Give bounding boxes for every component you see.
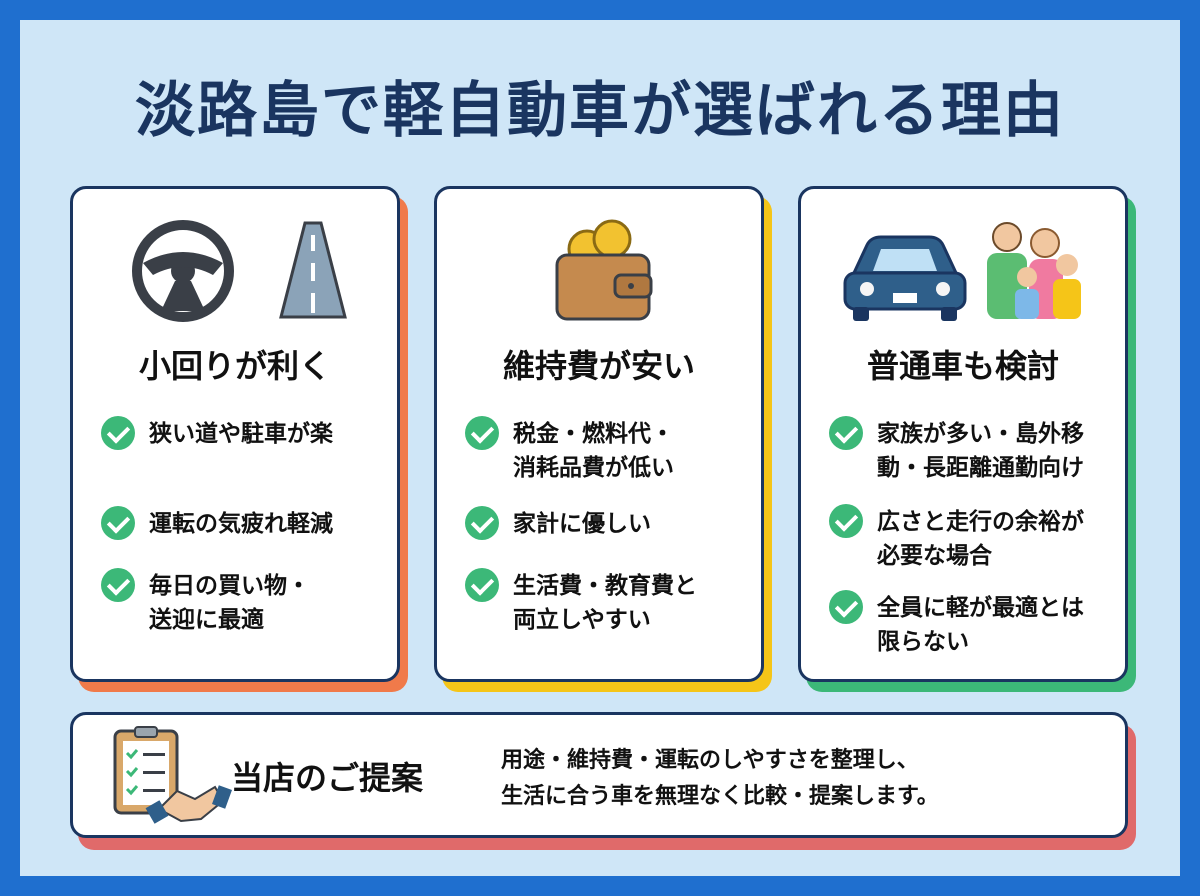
family-icon [987,222,1081,319]
check-icon [829,590,863,624]
steering-wheel-icon [132,220,234,322]
clipboard-handshake-icon [113,726,232,824]
list-item: 狭い道や駐車が楽 [101,416,389,451]
list-item: 家計に優しい [465,506,753,541]
proposal-title: 当店のご提案 [231,759,424,797]
list-item: 広さと走行の余裕が 必要な場合 [829,504,1117,573]
list-item: 全員に軽が最適とは 限らない [829,590,1117,659]
check-icon [829,416,863,450]
wallet-coins-icon [555,219,653,321]
check-icon [465,506,499,540]
proposal-text: 用途・維持費・運転のしやすさを整理し、 生活に合う車を無理なく比較・提案します。 [501,748,939,809]
page-title: 淡路島で軽自動車が選ばれる理由 [135,76,1065,146]
card-title: 小回りが利く [138,347,331,385]
car-icon [843,235,967,321]
list-item: 運転の気疲れ軽減 [101,506,389,541]
list-item: 毎日の買い物・ 送迎に最適 [101,568,389,637]
check-icon [465,416,499,450]
check-icon [465,568,499,602]
list-item: 家族が多い・島外移 動・長距離通勤向け [829,416,1117,485]
card-title: 維持費が安い [502,347,695,385]
card-title: 普通車も検討 [866,347,1059,385]
check-icon [101,568,135,602]
list-item: 税金・燃料代・ 消耗品費が低い [465,416,753,485]
check-icon [101,506,135,540]
list-item: 生活費・教育費と 両立しやすい [465,568,753,637]
check-icon [829,504,863,538]
road-icon [279,221,347,319]
check-icon [101,416,135,450]
